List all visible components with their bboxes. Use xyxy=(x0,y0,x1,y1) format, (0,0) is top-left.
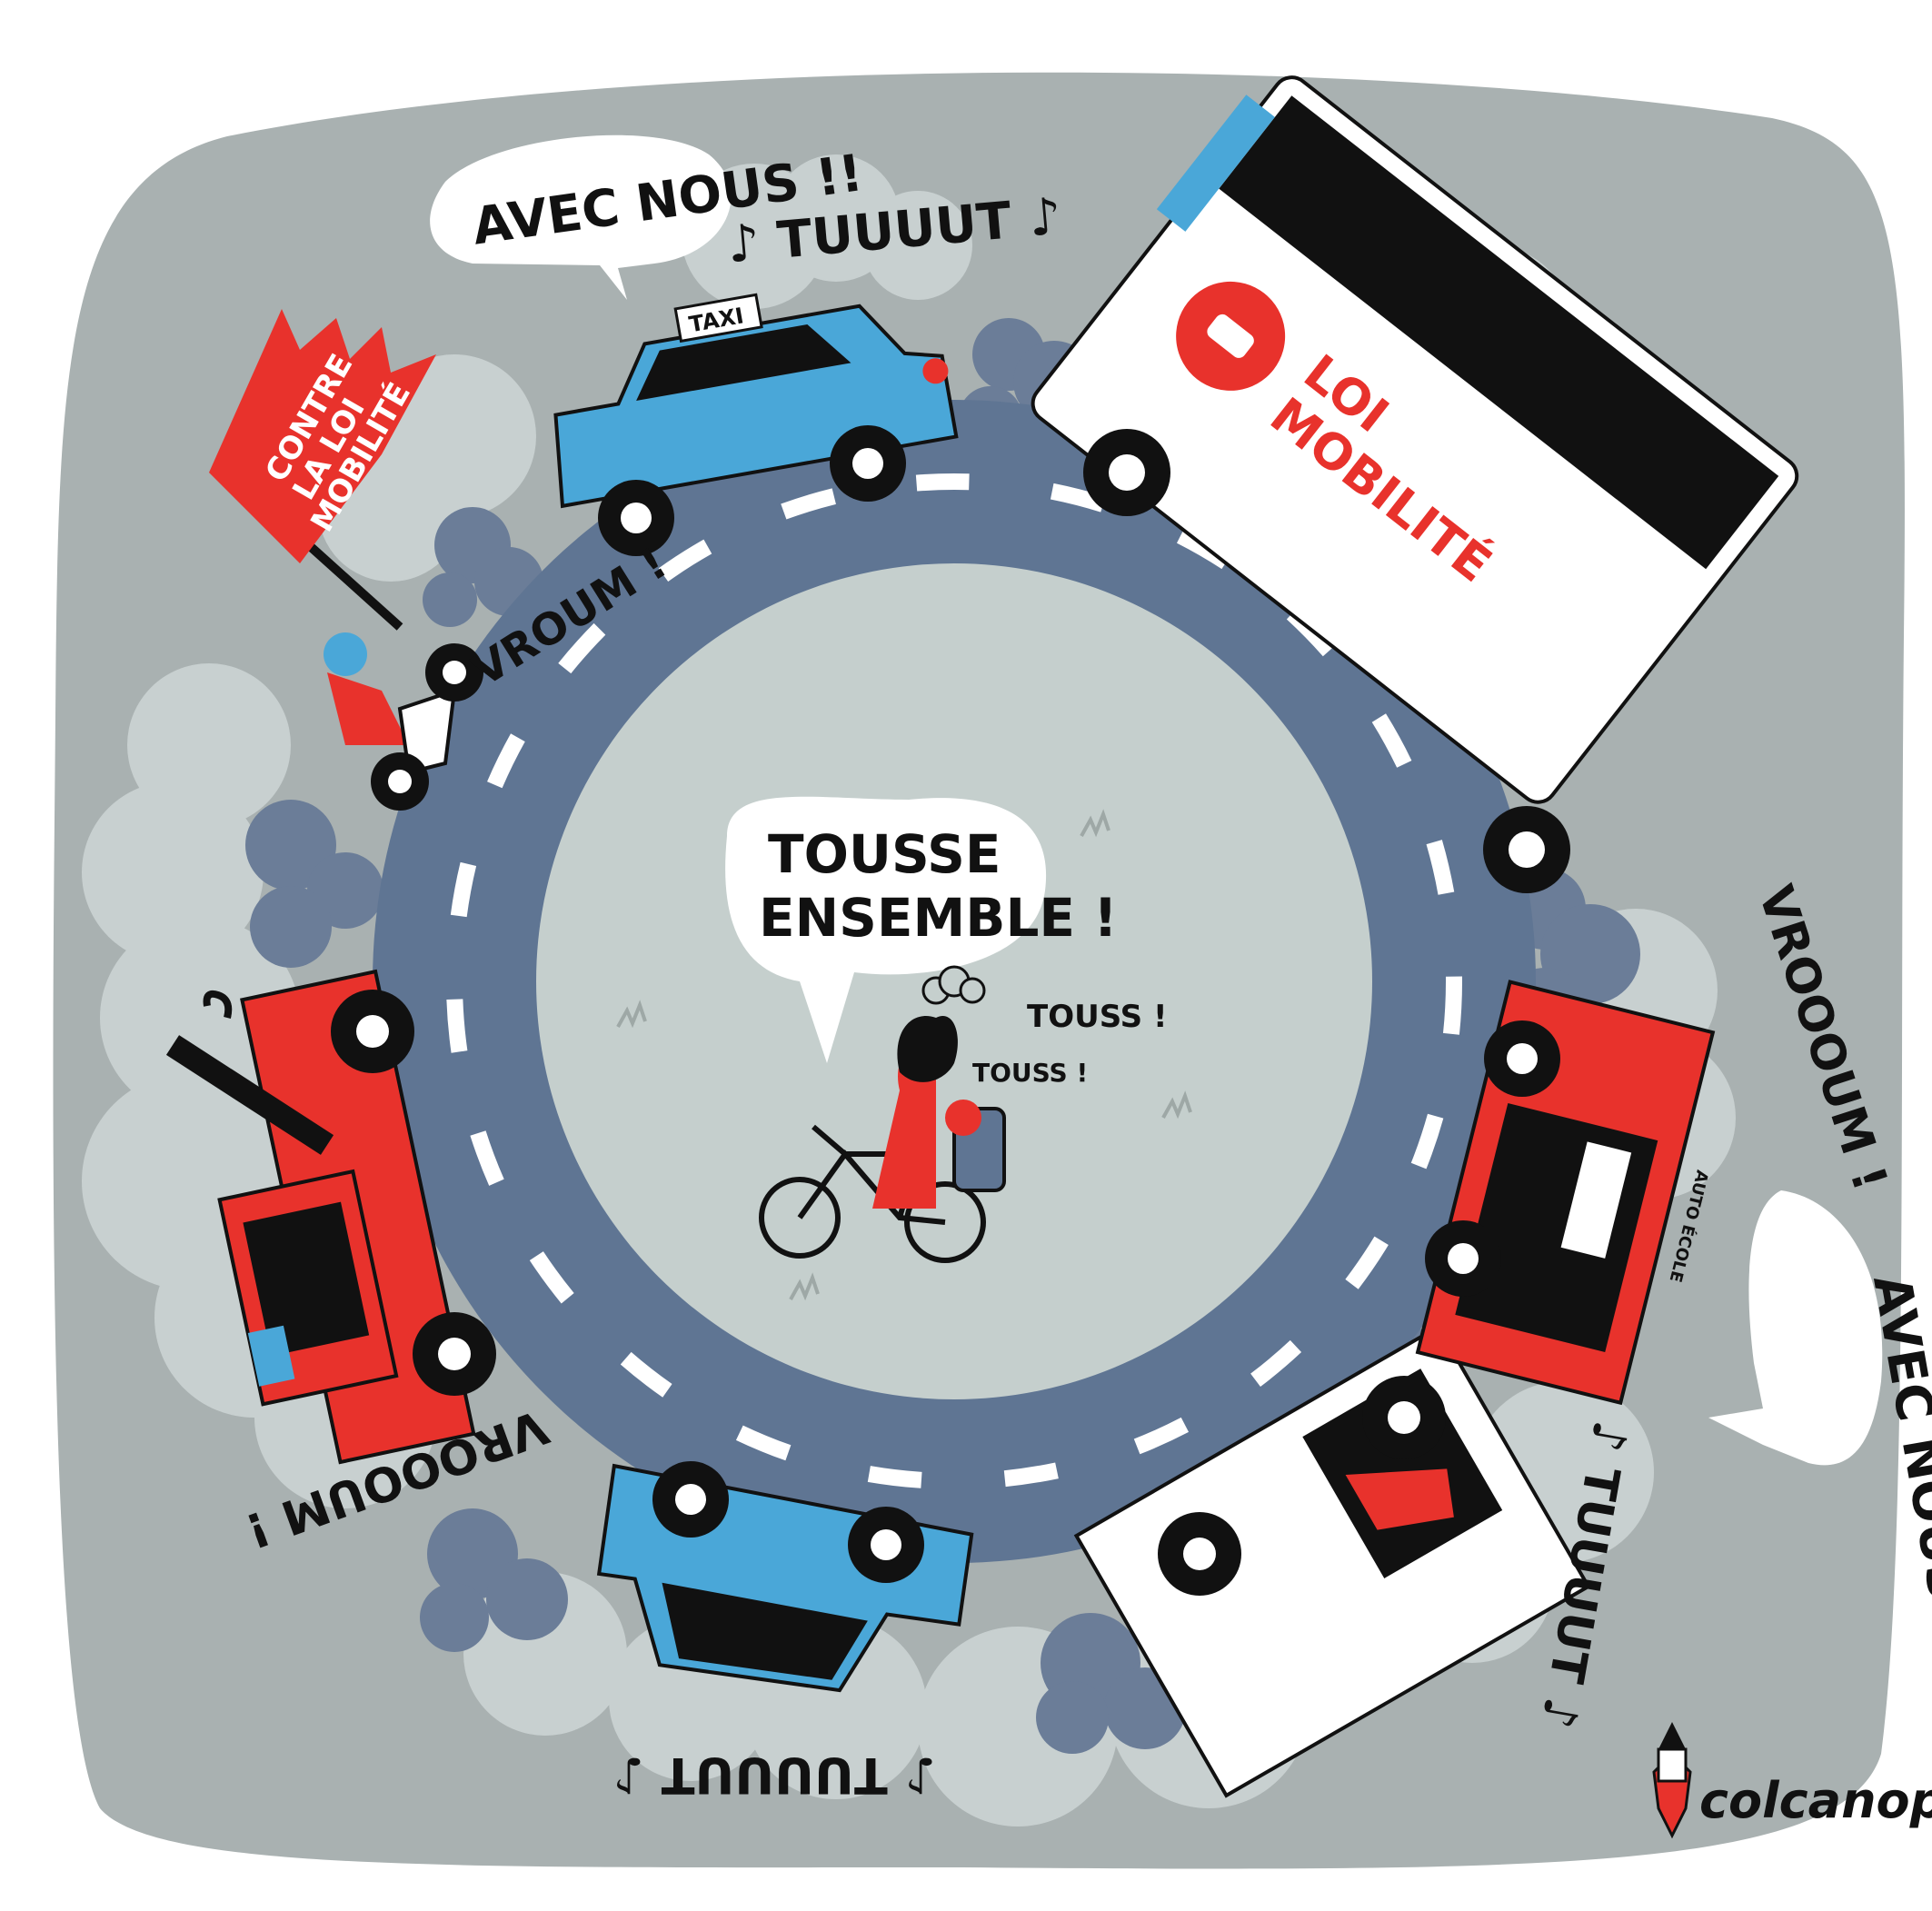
white-van-wheels xyxy=(1158,1376,1446,1596)
taxi-bottom-wheels xyxy=(652,1461,924,1583)
tow-hook xyxy=(203,990,233,1019)
white-van xyxy=(1073,1324,1591,1798)
taxi-top: TAXI xyxy=(553,293,959,509)
pencil-hand-logo-icon xyxy=(1652,1722,1692,1839)
scooter-rider xyxy=(324,632,483,811)
driving-school-car: AUTO ÉCOLE xyxy=(1415,980,1716,1406)
sound-touss-1: TOUSS ! xyxy=(1027,999,1168,1035)
bus-wheels xyxy=(1083,429,1570,893)
road-lane-markings xyxy=(446,473,1462,1489)
speech-center-line2: ENSEMBLE ! xyxy=(759,887,1118,949)
taxi-top-wheels xyxy=(598,425,906,556)
speech-center-line1: TOUSSE xyxy=(768,823,1001,885)
sound-tuuut-bottom: ♪ TUUUUT ♪ xyxy=(612,1747,936,1804)
signature-logo: colcanopa xyxy=(1652,1722,1932,1839)
cyclist xyxy=(759,1016,1006,1263)
speech-bubble-center: TOUSSE ENSEMBLE ! xyxy=(725,796,1118,1063)
grass-tuft-icon xyxy=(616,809,1192,1301)
signature-text: colcanopa xyxy=(1699,1772,1932,1829)
driving-school-wheels xyxy=(1425,1020,1560,1297)
tow-truck-wheels xyxy=(331,990,496,1396)
bus: LOI MOBILITÉ xyxy=(1031,75,1799,804)
smoke-cloud-icon xyxy=(921,965,986,1005)
sound-touss-2: TOUSS ! xyxy=(972,1058,1088,1088)
tow-crane-arm xyxy=(165,1035,334,1155)
